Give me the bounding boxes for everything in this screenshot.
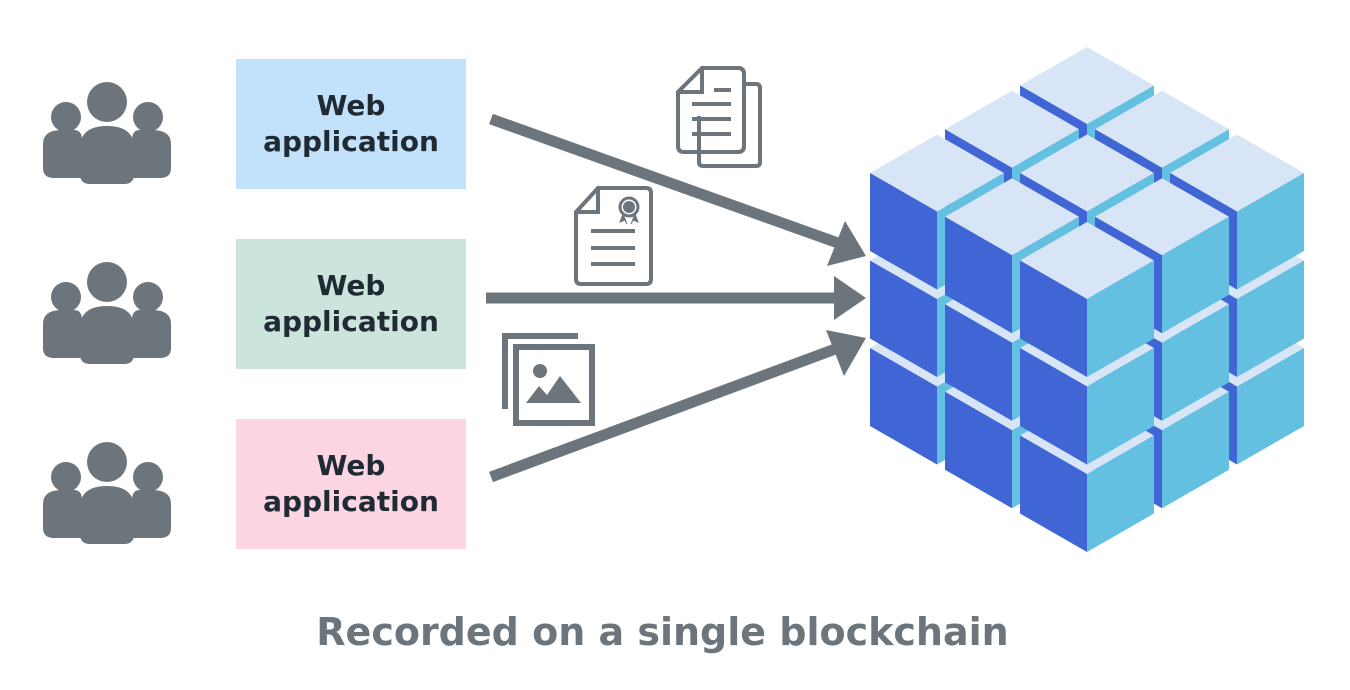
block-left-face (1020, 260, 1087, 377)
certificate-icon (574, 186, 653, 286)
images-icon (502, 333, 595, 426)
arrow-bottom (489, 330, 866, 483)
user-group-icon (43, 82, 171, 184)
block-left-face (870, 173, 937, 290)
block-left-face (870, 348, 937, 465)
block-left-face (945, 391, 1012, 509)
app-label-line1: Web (316, 449, 386, 482)
block-right-face (1162, 216, 1229, 334)
user-group-icon (43, 262, 171, 364)
app-label-line1: Web (316, 269, 386, 302)
blockchain-cube-icon (870, 47, 1304, 552)
diagram-caption: Recorded on a single blockchain (316, 610, 1009, 654)
app-label-line1: Web (316, 89, 386, 122)
app-label-line2: application (263, 305, 439, 338)
web-application-box-2: Web application (236, 239, 466, 369)
block-right-face (1162, 304, 1229, 421)
arrow-middle (486, 276, 866, 320)
web-application-box-3: Web application (236, 419, 466, 549)
block-right-face (1087, 348, 1154, 465)
block-left-face (945, 304, 1012, 421)
block-right-face (1237, 260, 1304, 377)
block-left-face (870, 260, 937, 377)
app-label-line2: application (263, 125, 439, 158)
block-right-face (1087, 260, 1154, 377)
arrow-top (489, 113, 866, 266)
block-left-face (1020, 348, 1087, 465)
app-label-line2: application (263, 485, 439, 518)
block-right-face (1087, 435, 1154, 552)
documents-icon (676, 66, 762, 168)
user-group-icon (43, 442, 171, 544)
block-right-face (1237, 173, 1304, 290)
block-right-face (1162, 391, 1229, 509)
block-left-face (1020, 435, 1087, 552)
web-application-box-1: Web application (236, 59, 466, 189)
block-cube (1020, 222, 1154, 377)
block-cube (1020, 397, 1154, 552)
block-right-face (1237, 348, 1304, 465)
block-left-face (945, 216, 1012, 334)
